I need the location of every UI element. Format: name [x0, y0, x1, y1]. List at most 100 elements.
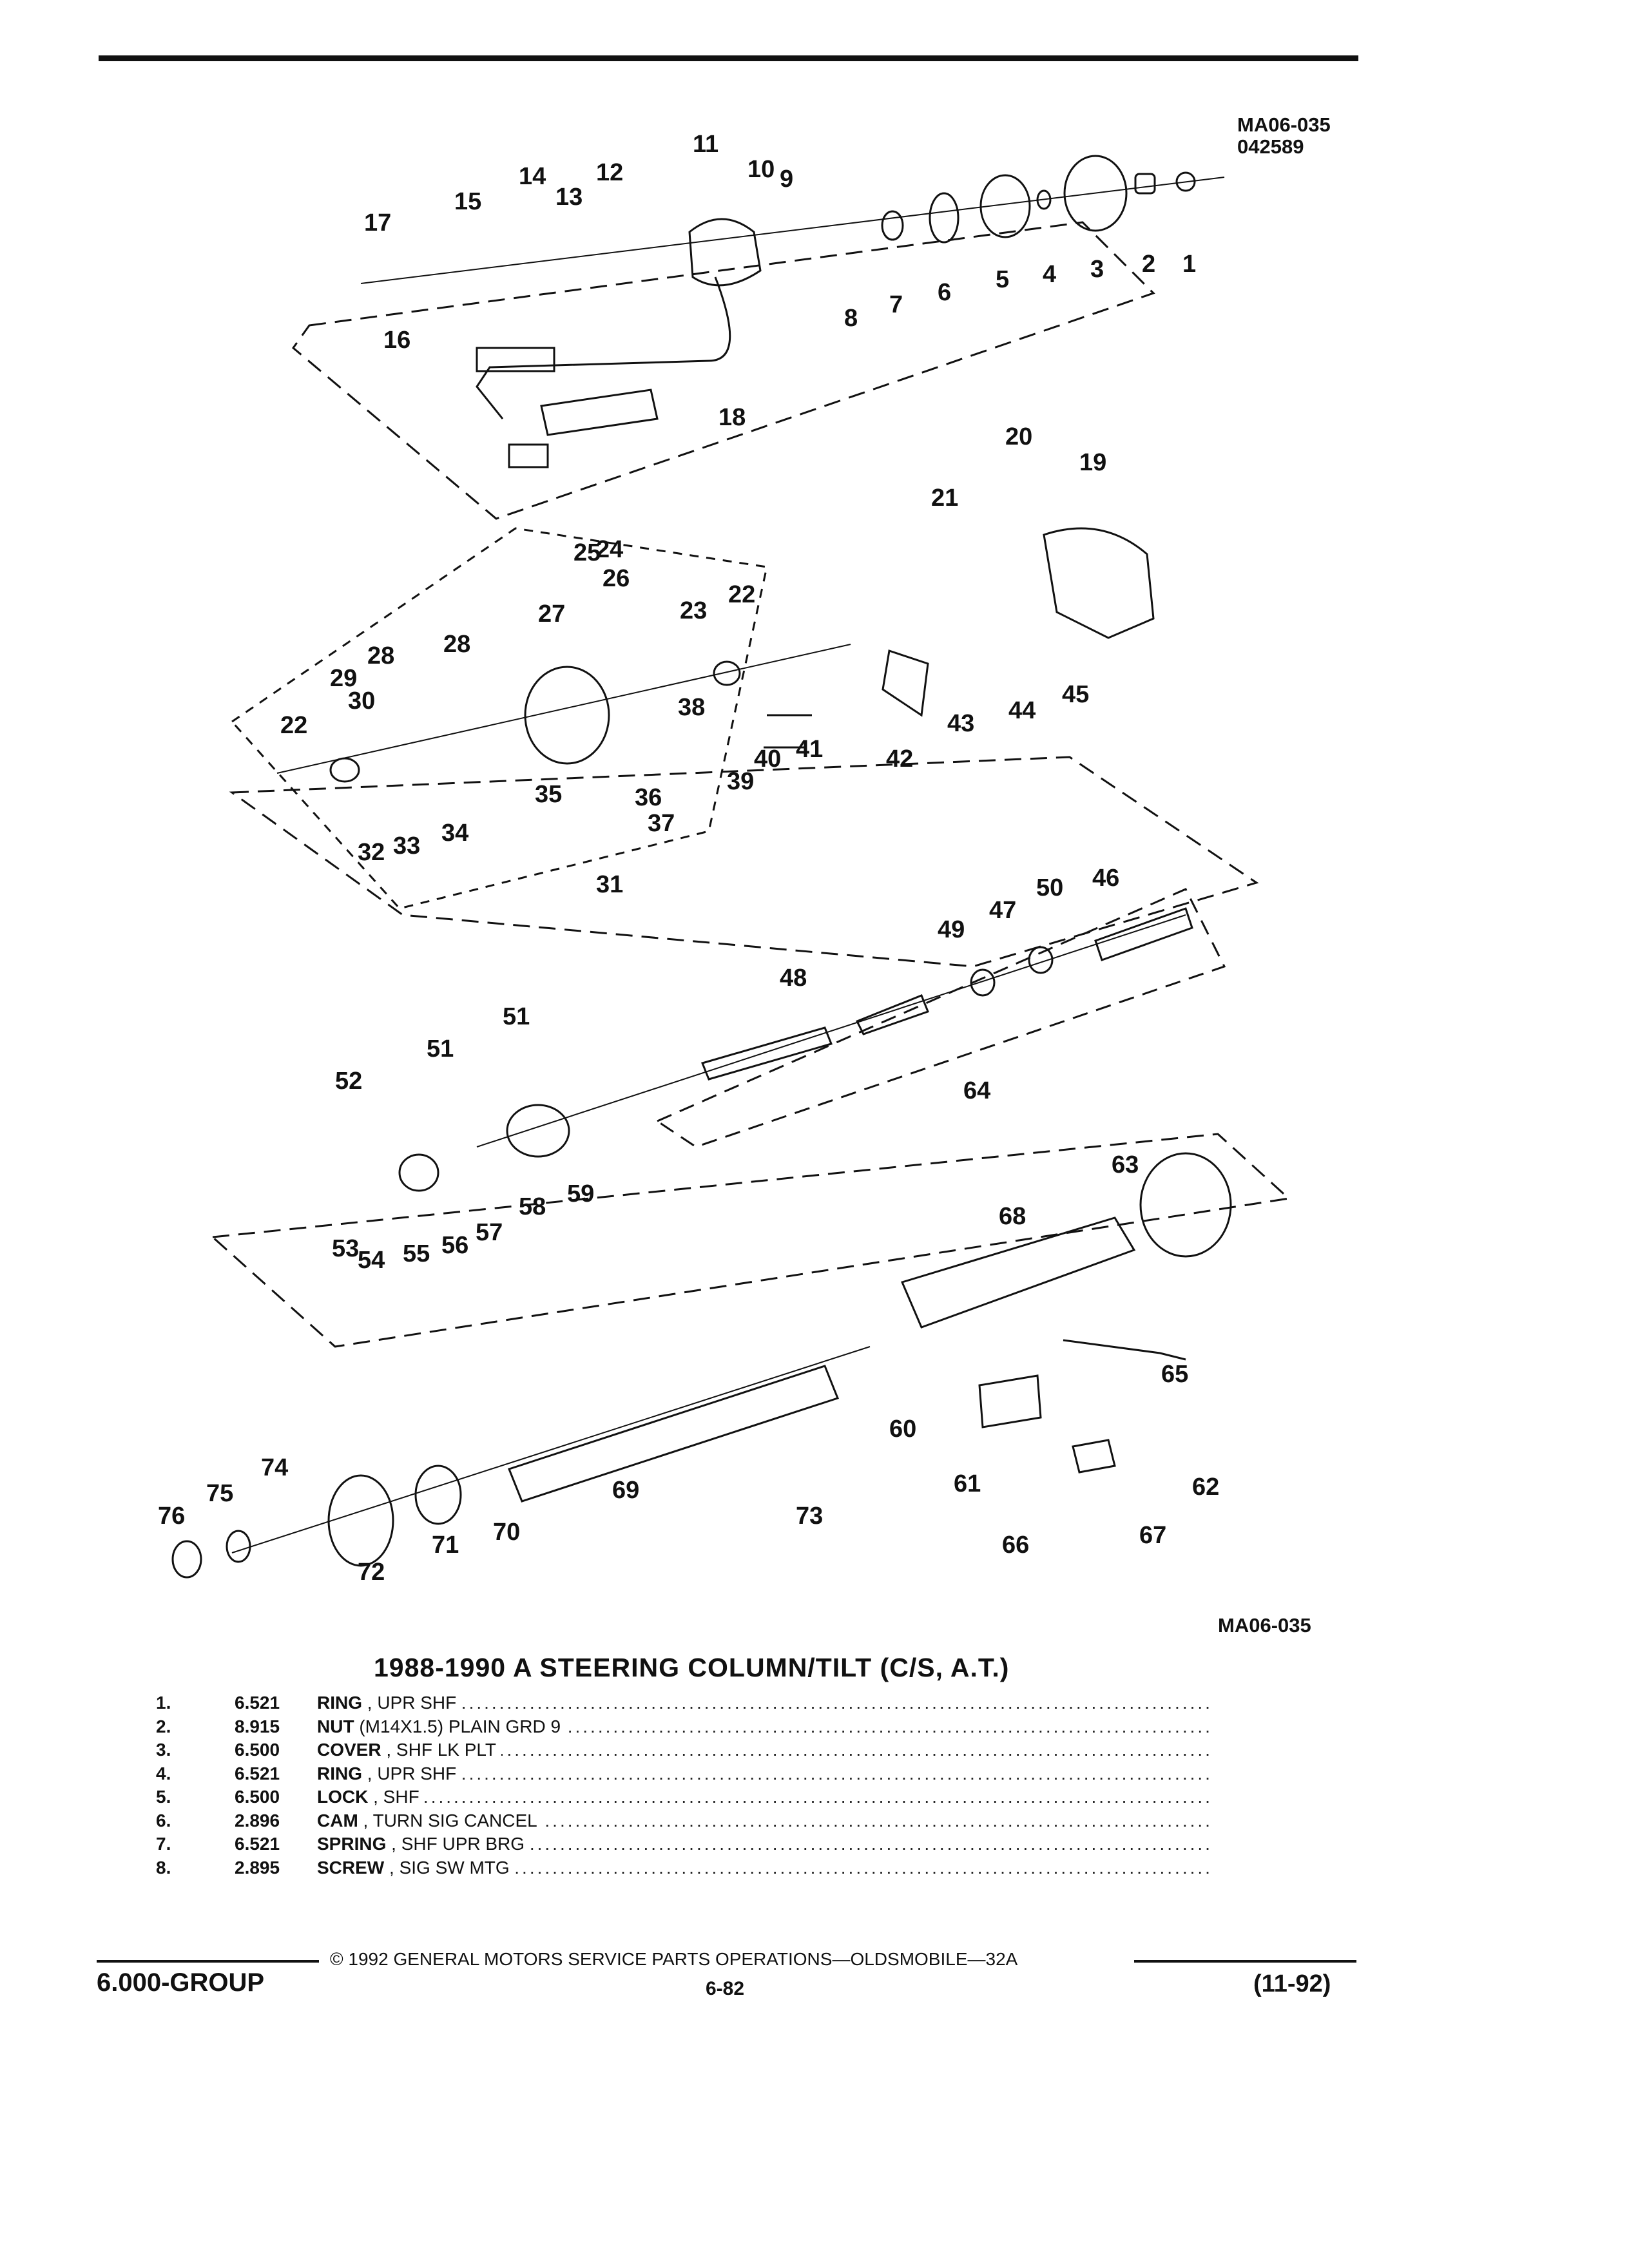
housing-cover-part — [1043, 527, 1155, 639]
part-name: RING — [317, 1693, 362, 1713]
part-name: RING — [317, 1763, 362, 1783]
callout-number: 41 — [796, 736, 823, 763]
callout-number: 44 — [1008, 697, 1036, 724]
shaft-group-outline — [655, 888, 1226, 1148]
lock-housing-dashed-group — [230, 527, 768, 910]
part-description: RING , UPR SHF — [317, 1762, 462, 1785]
callout-number: 48 — [780, 965, 807, 992]
callout-number: 32 — [358, 839, 385, 866]
part-detail: (M14X1.5) PLAIN GRD 9 — [359, 1716, 561, 1736]
part-code: 6.500 — [235, 1787, 280, 1807]
callout-number: 50 — [1036, 874, 1063, 901]
part-name: LOCK — [317, 1787, 369, 1807]
callout-number: 54 — [358, 1247, 385, 1274]
callout-number: 69 — [612, 1477, 639, 1504]
spring-coil-part — [226, 1530, 251, 1563]
parts-list: 1. 6.521 RING , UPR SHF ................… — [156, 1691, 1213, 1879]
parts-list-row: 6. 2.896 CAM , TURN SIG CANCEL .........… — [156, 1809, 1213, 1833]
part-detail: , SHF UPR BRG — [391, 1834, 525, 1854]
bearing-part — [398, 1153, 439, 1192]
callout-number: 21 — [931, 485, 958, 512]
callout-number: 20 — [1005, 423, 1032, 450]
callout-number: 62 — [1192, 1474, 1219, 1501]
support-part — [506, 1104, 570, 1158]
part-description: LOCK , SHF — [317, 1785, 425, 1809]
callout-number: 30 — [348, 687, 375, 715]
callout-number: 68 — [999, 1203, 1026, 1230]
parts-list-row: 7. 6.521 SPRING , SHF UPR BRG ..........… — [156, 1832, 1213, 1856]
callout-number: 37 — [648, 810, 675, 837]
callout-number: 29 — [330, 665, 357, 692]
part-detail: , SHF — [373, 1787, 419, 1807]
callout-number: 2 — [1142, 251, 1155, 278]
part-description: CAM , TURN SIG CANCEL — [317, 1809, 543, 1832]
bowl-part — [1139, 1152, 1232, 1258]
cover-plate-part — [540, 389, 659, 436]
callout-number: 31 — [596, 871, 623, 898]
switch-assembly-part — [688, 218, 762, 287]
ring-part-small — [1036, 189, 1052, 210]
callout-number: 64 — [963, 1077, 990, 1104]
callout-number: 53 — [332, 1235, 359, 1262]
housing-group-outline — [229, 756, 1259, 968]
callout-number: 25 — [574, 539, 601, 566]
exploded-parts-diagram: 1234567891011121314151617181920212222232… — [158, 131, 1291, 1586]
parts-list-row: 4. 6.521 RING , UPR SHF ................… — [156, 1762, 1213, 1786]
dot-leader: ........................................… — [317, 1693, 1213, 1713]
callout-number: 23 — [680, 597, 707, 624]
shaft-part — [700, 1026, 833, 1081]
bearing-adapter-part — [327, 1474, 394, 1567]
callout-number: 65 — [1161, 1361, 1188, 1388]
lower-shaft-part — [508, 1365, 839, 1503]
part-name: COVER — [317, 1740, 381, 1760]
reference-date-top: 042589 — [1237, 135, 1304, 158]
callout-number: 66 — [1002, 1532, 1029, 1559]
washer-part — [329, 757, 360, 783]
part-detail: , SIG SW MTG — [389, 1857, 510, 1878]
callout-number: 17 — [364, 209, 391, 236]
callout-number: 58 — [519, 1193, 546, 1220]
spring-parts — [764, 714, 812, 749]
upper-group-outline — [291, 221, 1155, 520]
dot-leader: ........................................… — [317, 1763, 1213, 1783]
rod-part — [1063, 1339, 1186, 1361]
callout-number: 8 — [844, 305, 858, 332]
reference-code-top: MA06-035 — [1237, 113, 1331, 136]
part-number: 7. — [156, 1834, 171, 1854]
page-number: 6-82 — [706, 1978, 745, 1999]
dot-leader: ........................................… — [317, 1787, 1213, 1807]
cover-part — [1063, 155, 1128, 232]
shaft-coupling-part — [855, 994, 929, 1035]
callout-number: 28 — [367, 642, 394, 669]
callout-number: 51 — [503, 1003, 530, 1030]
part-detail: , SHF LK PLT — [386, 1740, 496, 1760]
retaining-ring-part — [171, 1540, 202, 1579]
callout-number: 22 — [728, 581, 755, 608]
callout-number: 10 — [747, 156, 775, 183]
callout-number: 40 — [754, 745, 781, 773]
reference-code-bottom: MA06-035 — [1218, 1614, 1311, 1637]
callout-number: 61 — [954, 1470, 981, 1497]
callout-number: 3 — [1090, 256, 1104, 283]
part-description: RING , UPR SHF — [317, 1691, 462, 1715]
part-code: 2.895 — [235, 1857, 280, 1878]
callout-number: 27 — [538, 601, 565, 628]
callout-number: 35 — [535, 781, 562, 808]
callout-number: 9 — [780, 166, 793, 193]
part-name: SCREW — [317, 1857, 385, 1878]
part-description: COVER , SHF LK PLT — [317, 1738, 501, 1762]
part-code: 6.521 — [235, 1763, 280, 1783]
connector-part — [476, 347, 555, 372]
part-code: 6.500 — [235, 1740, 280, 1760]
callout-number: 49 — [938, 916, 965, 943]
callout-number: 5 — [996, 266, 1009, 293]
spring-part — [881, 210, 904, 241]
callout-number: 22 — [280, 712, 307, 739]
part-description: SCREW , SIG SW MTG — [317, 1856, 515, 1879]
callout-number: 70 — [493, 1519, 520, 1546]
callout-number: 42 — [886, 745, 913, 773]
callout-number: 59 — [567, 1180, 594, 1207]
part-number: 2. — [156, 1716, 171, 1736]
part-description: NUT (M14X1.5) PLAIN GRD 9 — [317, 1715, 566, 1738]
dimmer-switch-part — [1072, 1439, 1116, 1474]
